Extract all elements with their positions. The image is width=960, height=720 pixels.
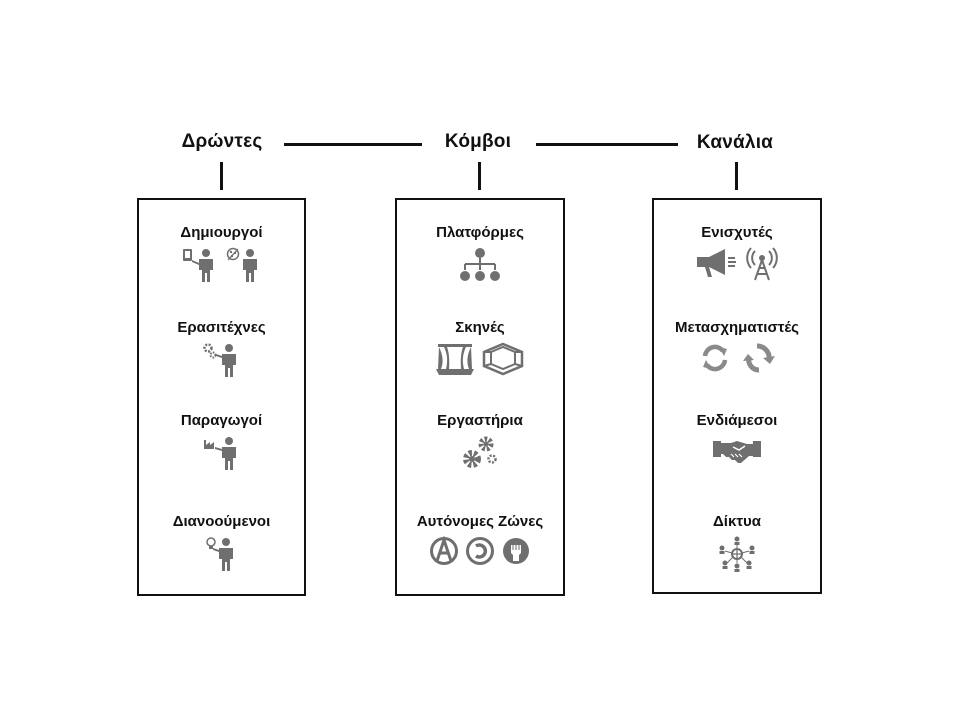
intellectual-lightbulb-person-icon — [205, 537, 233, 571]
item-label: Ενδιάμεσοι — [696, 412, 778, 429]
room-box-icon — [482, 342, 524, 376]
item-label: Εργαστήρια — [437, 412, 523, 429]
header-channels: Κανάλια — [696, 132, 774, 153]
item-label: Πλατφόρμες — [436, 224, 524, 241]
stem-nodes — [478, 162, 481, 190]
amateur-gears-person-icon — [202, 343, 236, 377]
channel-transformers: Μετασχηματιστές — [654, 319, 820, 374]
copyleft-icon — [466, 537, 494, 565]
item-label: Ερασιτέχνες — [177, 319, 266, 336]
fist-icon — [503, 538, 529, 564]
item-label: Μετασχηματιστές — [675, 319, 799, 336]
broadcast-tower-icon — [746, 247, 778, 281]
connector-actors-nodes — [284, 143, 422, 146]
cycle-arrows-icon — [702, 344, 728, 372]
connector-nodes-channels — [536, 143, 678, 146]
item-label: Παραγωγοί — [180, 412, 263, 429]
channel-intermediaries: Ενδιάμεσοι — [654, 412, 820, 465]
item-label: Ενισχυτές — [701, 224, 773, 241]
creator-tablet-person-icon — [182, 249, 213, 282]
item-label: Αυτόνομες Ζώνες — [416, 513, 544, 530]
node-workshops: Εργαστήρια — [397, 412, 563, 471]
item-label: Διανοούμενοι — [172, 513, 271, 530]
producer-factory-person-icon — [203, 437, 236, 470]
actors-column: Δημιουργοί Ερασιτέχνες — [137, 198, 306, 596]
item-label: Δημιουργοί — [180, 224, 263, 241]
rotate-arrows-icon — [743, 343, 775, 373]
nodes-column: Πλατφόρμες Σκηνές — [395, 198, 565, 596]
stem-actors — [220, 162, 223, 190]
megaphone-icon — [697, 249, 736, 277]
channels-column: Ενισχυτές Μετασχηματιστές — [652, 198, 822, 594]
item-label: Δίκτυα — [713, 513, 761, 530]
handshake-icon — [713, 441, 761, 463]
hierarchy-network-icon — [460, 248, 500, 281]
actor-amateurs: Ερασιτέχνες — [139, 319, 304, 378]
header-nodes: Κόμβοι — [444, 131, 512, 152]
creator-palette-person-icon — [226, 247, 257, 282]
header-actors: Δρώντες — [181, 131, 263, 152]
actor-creators: Δημιουργοί — [139, 224, 304, 283]
channel-networks: Δίκτυα — [654, 513, 820, 572]
workshop-gears-icon — [463, 436, 497, 468]
item-label: Σκηνές — [455, 319, 505, 336]
channel-amplifiers: Ενισχυτές — [654, 224, 820, 281]
node-autonomous-zones: Αυτόνομες Ζώνες — [397, 513, 563, 566]
theater-stage-icon — [436, 344, 474, 375]
stem-channels — [735, 162, 738, 190]
actor-intellectuals: Διανοούμενοι — [139, 513, 304, 572]
node-platforms: Πλατφόρμες — [397, 224, 563, 283]
people-network-icon — [719, 536, 755, 572]
anarchy-icon — [430, 536, 458, 565]
actor-producers: Παραγωγοί — [139, 412, 304, 471]
node-scenes: Σκηνές — [397, 319, 563, 376]
